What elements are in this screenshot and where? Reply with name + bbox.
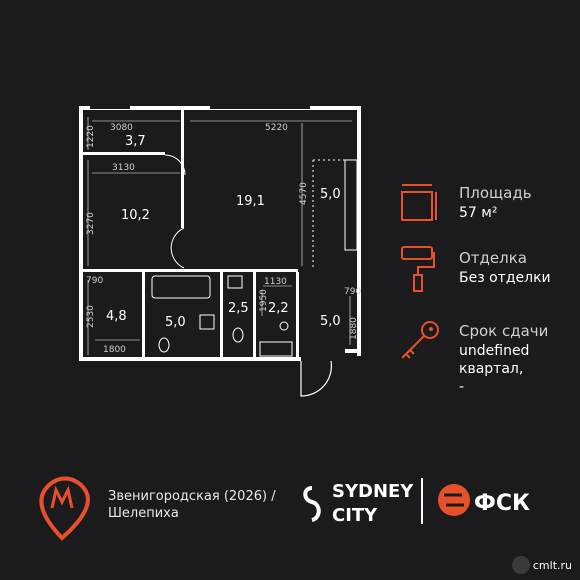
key-icon	[401, 321, 439, 359]
project-name-line1: SYDNEY	[332, 481, 414, 502]
metro-logo-icon	[39, 476, 90, 541]
area-value: 57 м²	[459, 205, 498, 221]
deadline-line3: -	[459, 379, 465, 395]
paint-roller-icon	[401, 246, 435, 292]
watermark-text: cmlt.ru	[532, 558, 572, 572]
area-label: Площадь	[459, 184, 532, 202]
room-area-closet: 4,8	[106, 309, 127, 324]
footer-divider	[421, 478, 423, 524]
deadline-line2: квартал,	[459, 361, 524, 377]
sydney-city-logo-icon	[303, 486, 321, 522]
room-area-bedroom: 10,2	[121, 208, 150, 223]
project-name-line2: CITY	[332, 505, 378, 526]
dim-1220: 1220	[86, 125, 96, 148]
metro-line2: Шелепиха	[108, 506, 179, 521]
room-area-living: 19,1	[236, 194, 265, 209]
dim-1800: 1800	[103, 345, 126, 355]
area-icon	[401, 184, 437, 221]
dim-790-left: 790	[86, 276, 103, 286]
room-area-kitchen: 5,0	[320, 187, 341, 202]
room-area-hall: 3,7	[125, 134, 146, 149]
watermark: cmlt.ru	[511, 556, 572, 574]
fsk-logo-icon	[438, 484, 470, 516]
dim-790-right: 790	[344, 287, 361, 297]
dim-4570: 4570	[299, 182, 309, 205]
dim-3130: 3130	[112, 163, 135, 173]
room-area-wc: 2,5	[228, 301, 249, 316]
metro-station: Звенигородская (2026) / Шелепиха	[108, 488, 298, 522]
developer-name: ФСК	[474, 491, 530, 516]
dim-2530: 2530	[86, 305, 96, 328]
dim-5220: 5220	[265, 123, 288, 133]
room-area-corridor: 5,0	[320, 314, 341, 329]
dim-3270: 3270	[86, 212, 96, 235]
finish-label: Отделка	[459, 249, 527, 267]
deadline-line1: undefined	[459, 343, 530, 359]
dim-1880: 1880	[349, 317, 359, 340]
dim-1950: 1950	[259, 289, 269, 312]
finish-value: Без отделки	[459, 270, 551, 286]
dim-1130: 1130	[264, 277, 287, 287]
room-area-bathroom: 5,0	[165, 315, 186, 330]
dim-3080: 3080	[110, 123, 133, 133]
watermark-icon	[511, 556, 530, 574]
metro-line1: Звенигородская (2026) /	[108, 489, 276, 504]
deadline-label: Срок сдачи	[459, 322, 549, 340]
room-area-laundry: 2,2	[268, 301, 289, 316]
